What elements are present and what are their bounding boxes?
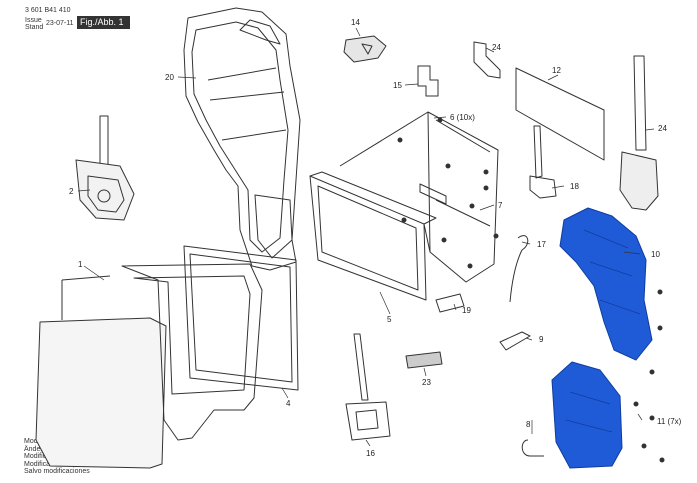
part-2-bracket[interactable] — [75, 115, 135, 221]
callout-5: 5 — [387, 315, 392, 324]
part-10-rear-housing[interactable] — [551, 207, 653, 469]
part-18-lever[interactable] — [529, 125, 557, 199]
part-12-film[interactable] — [515, 67, 605, 161]
part-8-hook[interactable] — [521, 439, 544, 457]
part-19-connector[interactable] — [435, 293, 465, 313]
callout-23: 23 — [422, 378, 431, 387]
callout-14: 14 — [351, 18, 360, 27]
callout-15: 15 — [393, 81, 402, 90]
modifications-line: Salvo modificaciones — [24, 468, 90, 476]
part-4-gasket[interactable] — [183, 245, 299, 391]
callout-7: 7 — [498, 201, 503, 210]
part-6-screws[interactable] — [397, 117, 499, 269]
part-24-label[interactable] — [473, 41, 501, 79]
part-17-spring[interactable] — [509, 235, 529, 303]
part-24-probe[interactable] — [619, 55, 659, 211]
part-3-display-frame[interactable] — [121, 263, 263, 441]
figure-label: Fig./Abb. 1 — [77, 16, 130, 29]
callout-20: 20 — [165, 73, 174, 82]
part-11-screws[interactable] — [633, 289, 665, 463]
callout-19: 19 — [462, 306, 471, 315]
part-number: 3 601 B41 410 — [25, 7, 71, 14]
stand-label: Stand — [25, 24, 44, 31]
callout-10: 10 — [651, 250, 660, 259]
callout-2: 2 — [69, 187, 74, 196]
part-20-handle-housing[interactable] — [183, 7, 301, 271]
callout-16: 16 — [366, 449, 375, 458]
part-14-cap[interactable] — [343, 35, 387, 63]
callout-6: 6 (10x) — [450, 113, 475, 122]
callout-8: 8 — [526, 420, 531, 429]
callout-17: 17 — [537, 240, 546, 249]
callout-24-probe: 24 — [658, 124, 667, 133]
leader-lines — [77, 27, 655, 447]
callout-4: 4 — [286, 399, 291, 408]
part-9-slider[interactable] — [499, 331, 531, 351]
callout-9: 9 — [539, 335, 544, 344]
part-15-clip[interactable] — [417, 65, 439, 97]
part-23-strip[interactable] — [405, 351, 443, 369]
part-1-front-cover[interactable] — [35, 275, 167, 469]
issue-date: 23-07-11 — [46, 20, 74, 27]
callout-1: 1 — [78, 260, 83, 269]
callouts: 20 2 1 4 5 6 (10x) 7 8 9 10 11 (7x) 12 1… — [69, 18, 682, 458]
callout-12: 12 — [552, 66, 561, 75]
part-5-display-module[interactable] — [309, 171, 437, 301]
issue-label: Issue — [25, 17, 42, 24]
part-16-sensor[interactable] — [345, 333, 391, 441]
callout-24-label: 24 — [492, 43, 501, 52]
callout-11: 11 (7x) — [657, 417, 682, 426]
callout-18: 18 — [570, 182, 579, 191]
part-7-chassis[interactable] — [339, 111, 499, 283]
